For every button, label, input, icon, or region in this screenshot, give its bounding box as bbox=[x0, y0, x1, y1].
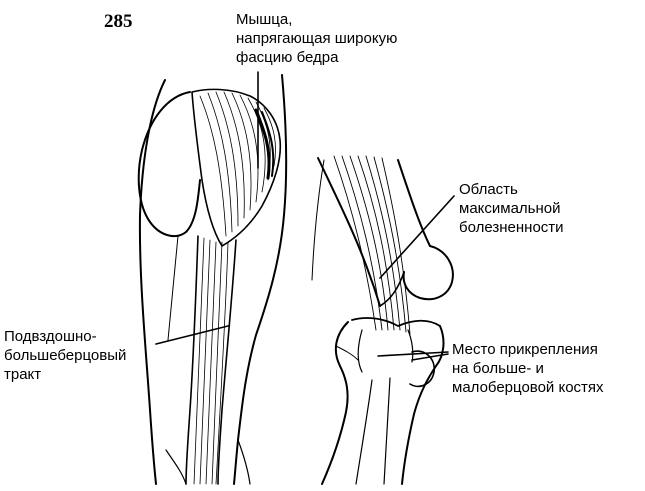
max-pain-area-label-line-3: болезненности bbox=[459, 219, 564, 236]
itb-fibers bbox=[193, 237, 229, 485]
tibia-outline-front bbox=[321, 321, 349, 485]
tibia-outline-back bbox=[401, 325, 445, 485]
itb-outline-back bbox=[217, 239, 237, 485]
fibular-head bbox=[409, 350, 435, 388]
iliotibial-tract-label: Подвздошно- большеберцовый тракт bbox=[4, 327, 126, 384]
max-pain-area-label-line-2: максимальной bbox=[459, 200, 561, 217]
max-pain-area-label: Область максимальной болезненности bbox=[459, 180, 564, 237]
itb-outline-front bbox=[185, 235, 199, 485]
tfl-muscle-label: Мышца, напрягающая широкую фасцию бедра bbox=[236, 10, 397, 67]
tfl-muscle-fibers bbox=[199, 91, 276, 237]
femoral-condyle bbox=[402, 245, 454, 301]
leader-insertion-b bbox=[411, 353, 449, 361]
femur-outline-back bbox=[397, 159, 431, 247]
leader-itb bbox=[155, 325, 229, 345]
femur-outline-front bbox=[317, 157, 381, 307]
iliotibial-tract-label-line-2: большеберцовый bbox=[4, 347, 127, 364]
insertion-site-label-line-1: Место прикрепления bbox=[452, 341, 598, 358]
thigh-outline-right bbox=[233, 74, 288, 485]
tfl-muscle-label-line-3: фасцию бедра bbox=[236, 49, 339, 66]
gluteal-outline bbox=[137, 91, 201, 238]
leader-max-pain bbox=[379, 195, 455, 279]
tfl-muscle-outline bbox=[191, 88, 282, 247]
tibial-plateau bbox=[351, 317, 441, 327]
max-pain-area-label-line-1: Область bbox=[459, 181, 518, 198]
tfl-muscle-label-line-1: Мышца, bbox=[236, 11, 293, 28]
leader-lines bbox=[155, 71, 455, 361]
knee-drawing bbox=[311, 155, 454, 485]
insertion-site-label-line-3: малоберцовой костях bbox=[452, 379, 604, 396]
leader-insertion-a bbox=[377, 351, 449, 357]
thigh-drawing bbox=[137, 74, 288, 485]
page-number: 285 bbox=[104, 11, 133, 32]
insertion-site-label: Место прикрепления на больше- и малоберц… bbox=[452, 340, 604, 397]
insertion-site-label-line-2: на больше- и bbox=[452, 360, 544, 377]
iliotibial-tract-label-line-1: Подвздошно- bbox=[4, 328, 97, 345]
tfl-muscle-label-line-2: напрягающая широкую bbox=[236, 30, 398, 47]
thigh-outline-left bbox=[138, 79, 166, 485]
knee-itb-fibers bbox=[333, 155, 411, 335]
iliotibial-tract-label-line-3: тракт bbox=[4, 366, 42, 383]
